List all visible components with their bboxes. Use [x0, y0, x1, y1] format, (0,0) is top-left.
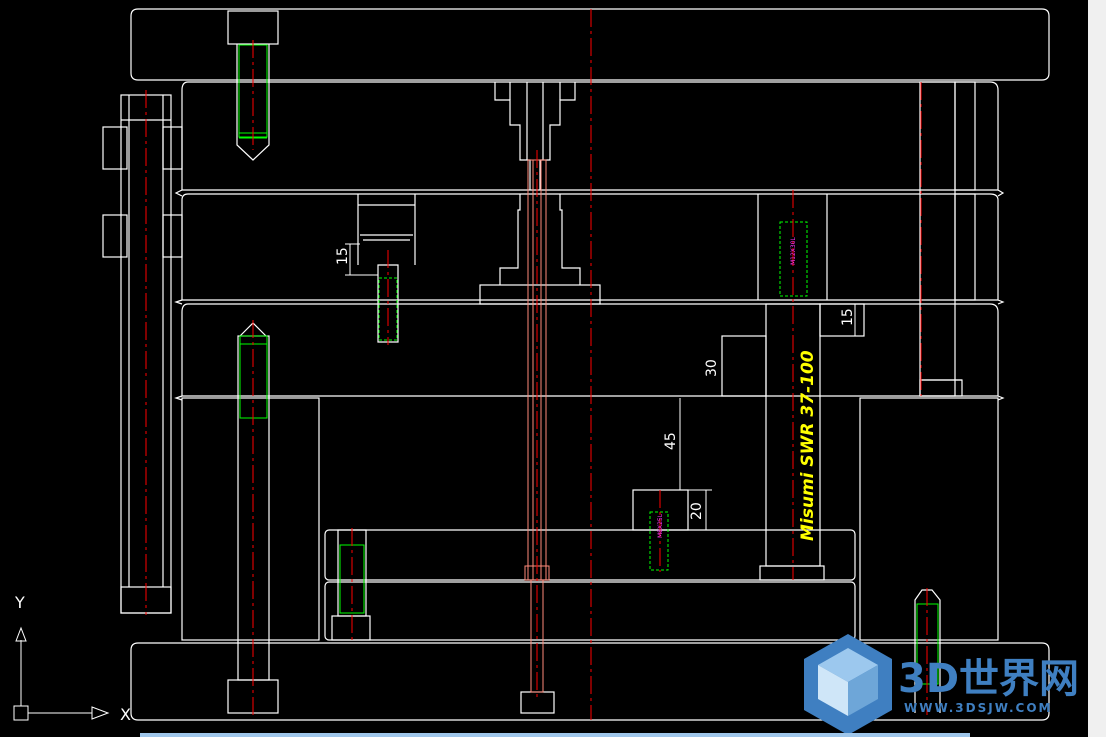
- cube-logo-icon: [804, 634, 892, 735]
- sprue-bushing: [494, 82, 576, 190]
- top-left-cap-screw-body: [236, 44, 270, 161]
- right-guide-pillar: [919, 81, 956, 397]
- bottom-clamp-plate: [130, 642, 1050, 721]
- ucs-y-label: Y: [14, 593, 25, 612]
- dim-ejector-travel: 45: [663, 432, 679, 450]
- dim-right-stop: 15: [840, 308, 856, 326]
- left-stop-block: [357, 194, 416, 265]
- lower-screw-label: M8X25L: [657, 513, 664, 538]
- dim-left-stop: 15: [335, 247, 351, 265]
- support-pillar-foot: [759, 565, 825, 581]
- right-screw-label: M12X30L: [790, 236, 797, 265]
- bottom-status-strip: [140, 733, 970, 737]
- a-plate: [181, 81, 999, 191]
- lower-screw-thread: [649, 511, 669, 571]
- ejector-plate: [324, 581, 856, 641]
- right-screw-thread: [779, 221, 808, 297]
- dim-screw-depth: 20: [689, 502, 705, 520]
- watermark-sub: WWW.3DSJW.COM: [904, 701, 1052, 715]
- left-column-thread: [239, 335, 268, 419]
- left-guide-bush-top: [102, 126, 128, 170]
- ucs-x-label: X: [120, 705, 131, 724]
- left-spacer-block: [181, 397, 320, 641]
- ejector-retainer-plate: [324, 529, 856, 581]
- watermark-main: 3D世界网: [898, 656, 1079, 702]
- vertical-scrollbar[interactable]: [1088, 0, 1106, 737]
- right-spacer-block: [859, 397, 999, 641]
- b-plate: [181, 193, 999, 301]
- left-guide-bush-bottom: [102, 214, 128, 258]
- top-clamp-plate: [130, 8, 1050, 81]
- top-left-cap-screw-head: [227, 10, 279, 45]
- spring-label: Misumi SWR 37-100: [798, 350, 818, 541]
- ucs-icon: [13, 626, 110, 721]
- sprue-puller-base: [479, 284, 601, 305]
- support-pillar: [757, 194, 828, 300]
- dim-spring-gap: 30: [704, 359, 720, 377]
- support-plate: [181, 303, 999, 397]
